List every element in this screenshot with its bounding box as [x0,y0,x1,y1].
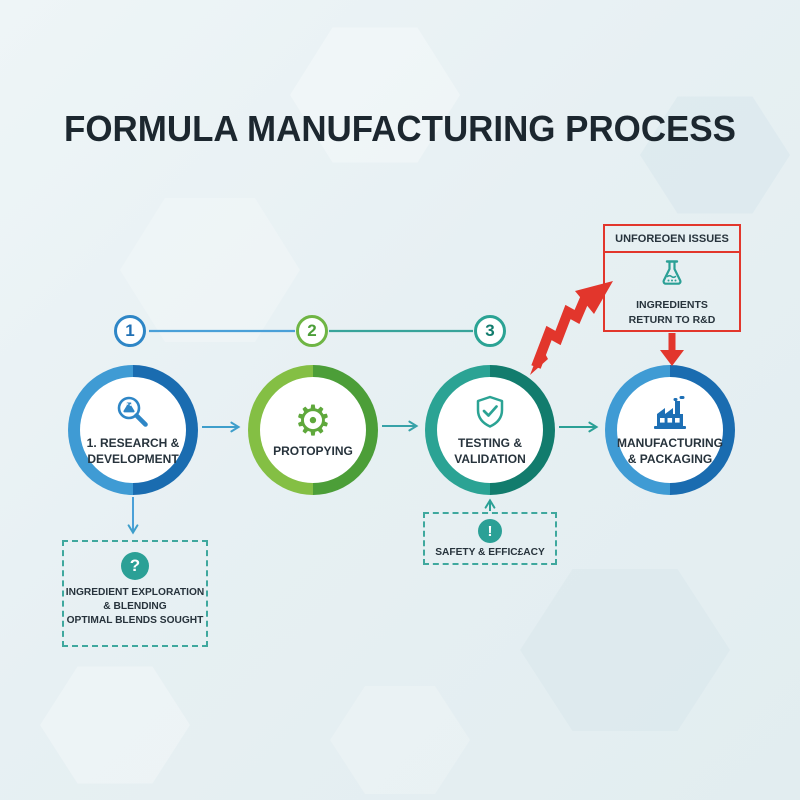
hexagon-decoration [120,198,300,342]
gear-glyph: ⚙ [294,395,332,445]
step-circle-testing: TESTING & VALIDATION [425,365,555,495]
exploration-callout-text: INGREDIENT EXPLORATION & BLENDING OPTIMA… [66,586,204,627]
exploration-line1: INGREDIENT EXPLORATION [65,587,205,598]
exploration-line3: OPTIMAL BLENDS SOUGHT [66,614,204,626]
question-icon: ? [121,552,149,580]
step-label-research: 1. RESEARCH & DEVELOPMENT [87,436,180,467]
hexagon-decoration [330,686,470,794]
issues-box-body: INGREDIENTS RETURN TO R&D [605,253,739,330]
flask-icon [655,258,689,295]
step-label-manufacturing: MANUFACTURING & PACKAGING [617,436,723,467]
exclamation-icon: ! [478,519,502,543]
timeline-number-2: 2 [296,315,328,347]
step-circle-manufacturing: MANUFACTURING & PACKAGING [605,365,735,495]
step-label-manufacturing-line2: & PACKAGING [627,451,713,466]
step-circle-testing-inner: TESTING & VALIDATION [437,377,543,483]
step-circle-research: 1. RESEARCH & DEVELOPMENT [68,365,198,495]
exploration-line2: & BLENDING [103,600,167,612]
hexagon-decoration [520,569,730,731]
step-label-testing-line1: TESTING & [457,435,522,450]
step-label-prototyping: PROTOPYING [273,444,353,460]
timeline-number-1-label: 1 [125,321,135,340]
step-label-manufacturing-line1: MANUFACTURING [617,435,723,450]
timeline-number-3-label: 3 [485,321,495,340]
issues-return-arrow [660,333,684,366]
issues-box-header: UNFOREOEN ISSUES [605,226,739,253]
gear-icon: ⚙ [294,395,332,445]
step-circle-research-inner: 1. RESEARCH & DEVELOPMENT [80,377,186,483]
factory-icon [649,393,691,433]
safety-callout-box: ! SAFETY & EFFIC£ACY [423,512,557,565]
step-label-prototyping-line1: PROTOPYING [273,443,353,458]
step-circle-prototyping: ⚙ PROTOPYING [248,365,378,495]
issues-box: UNFOREOEN ISSUES INGREDIENTS RETURN TO R… [603,224,741,332]
safety-callout-text: SAFETY & EFFIC£ACY [435,547,545,558]
lightning-bolt-arrow [530,281,613,375]
timeline-number-1: 1 [114,315,146,347]
page-title: FORMULA MANUFACTURING PROCESS [64,108,736,149]
step-label-research-line1: 1. RESEARCH & [86,435,180,450]
hexagon-decoration [40,666,190,784]
step-label-testing-line2: VALIDATION [454,451,526,466]
shield-check-icon [471,393,509,433]
exploration-callout-box: ? INGREDIENT EXPLORATION & BLENDING OPTI… [62,540,208,647]
step-circle-prototyping-inner: ⚙ PROTOPYING [260,377,366,483]
step-label-testing: TESTING & VALIDATION [454,436,526,467]
hexagon-decoration [640,96,790,214]
exclamation-glyph: ! [487,522,493,540]
issues-text: INGREDIENTS RETURN TO R&D [629,298,716,326]
timeline-number-3: 3 [474,315,506,347]
issues-line1: INGREDIENTS [636,299,708,312]
timeline-number-2-label: 2 [307,321,317,340]
step-circle-manufacturing-inner: MANUFACTURING & PACKAGING [617,377,723,483]
issues-line2: RETURN TO R&D [628,313,716,326]
magnifier-flask-icon [113,393,153,433]
step-label-research-line2: DEVELOPMENT [87,451,179,466]
question-glyph: ? [129,556,141,575]
hexagon-decoration [290,27,460,163]
